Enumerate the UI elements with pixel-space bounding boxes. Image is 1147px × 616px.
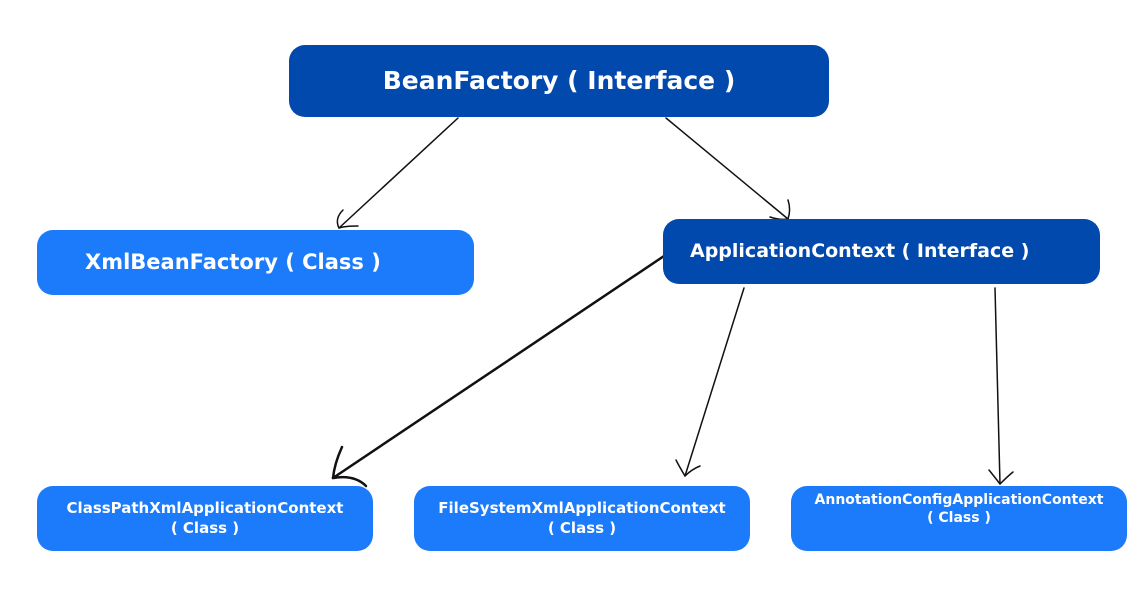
node-annotation-config-application-context: AnnotationConfigApplicationContext ( Cla… [791,486,1127,551]
edge-applicationcontext-to-filesystem [675,287,745,477]
node-xml-bean-factory: XmlBeanFactory ( Class ) [37,230,474,295]
node-annotation-config-kind: ( Class ) [927,510,991,527]
node-bean-factory: BeanFactory ( Interface ) [289,45,829,117]
node-application-context-label: ApplicationContext ( Interface ) [690,240,1030,263]
node-classpath-name: ClassPathXmlApplicationContext [66,499,344,517]
node-filesystem-kind: ( Class ) [547,518,617,537]
node-bean-factory-label: BeanFactory ( Interface ) [382,65,736,95]
node-classpath-xml-application-context: ClassPathXmlApplicationContext ( Class ) [37,486,373,551]
node-xml-bean-factory-label: XmlBeanFactory ( Class ) [85,249,381,274]
node-application-context: ApplicationContext ( Interface ) [663,219,1100,284]
node-filesystem-xml-application-context: FileSystemXmlApplicationContext ( Class … [414,486,750,551]
edge-beanfactory-to-xmlbeanfactory [336,117,459,229]
node-classpath-kind: ( Class ) [170,518,240,537]
node-filesystem-name: FileSystemXmlApplicationContext [438,499,726,517]
edge-applicationcontext-to-annotationconfig [988,287,1014,485]
node-annotation-config-name: AnnotationConfigApplicationContext [814,492,1104,508]
edge-beanfactory-to-applicationcontext [665,117,791,221]
